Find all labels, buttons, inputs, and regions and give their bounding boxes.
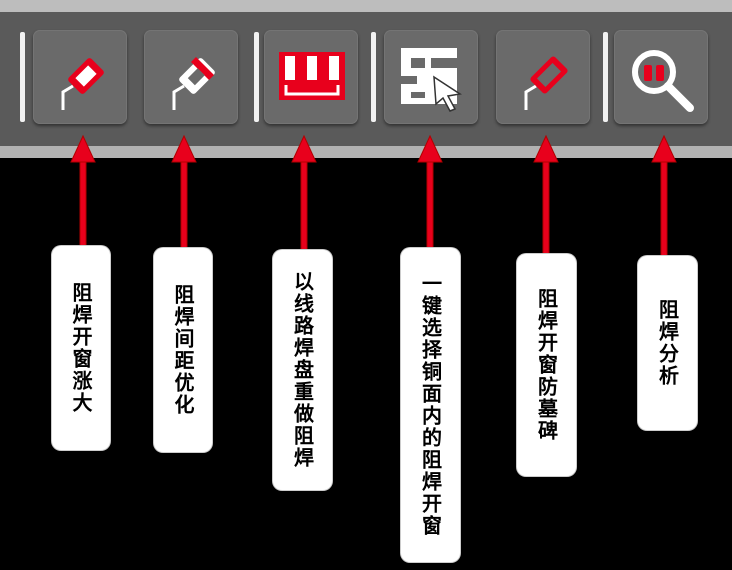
select-copper-mask-icon [401,48,463,112]
solder-mask-spacing-button[interactable] [144,30,238,124]
callout-text-6: 阻焊分析 [655,299,680,387]
solder-mask-analysis-icon [632,50,694,112]
solder-mask-expand-icon [61,58,104,110]
callout-label-3: 以线路焊盘重做阻焊 [273,250,332,490]
toolbar [0,0,732,160]
select-copper-mask-button[interactable] [384,30,478,124]
toolbar-separator [371,32,376,122]
callout-label-2: 阻焊间距优化 [154,248,212,452]
callout-label-6: 阻焊分析 [638,256,697,430]
callout-text-3: 以线路焊盘重做阻焊 [290,271,315,469]
callout-text-1: 阻焊开窗涨大 [69,282,93,414]
pad-redo-mask-button[interactable] [264,30,358,124]
solder-mask-spacing-icon [172,57,215,110]
toolbar-top-border [0,0,732,12]
toolbar-separator [20,32,25,122]
toolbar-bottom-border [0,146,732,160]
callout-text-2: 阻焊间距优化 [171,284,195,416]
toolbar-separator [603,32,608,122]
callout-label-4: 一键选择铜面内的阻焊开窗 [401,248,460,562]
solder-mask-expand-button[interactable] [33,30,127,124]
callout-text-4: 一键选择铜面内的阻焊开窗 [418,273,443,537]
solder-mask-tombstone-button[interactable] [496,30,590,124]
solder-mask-tombstone-icon [524,56,568,110]
callout-label-1: 阻焊开窗涨大 [52,246,110,450]
solder-mask-analysis-button[interactable] [614,30,708,124]
callout-text-5: 阻焊开窗防墓碑 [534,288,559,442]
callout-label-5: 阻焊开窗防墓碑 [517,254,576,476]
pad-redo-mask-icon [279,52,345,100]
toolbar-separator [254,32,259,122]
